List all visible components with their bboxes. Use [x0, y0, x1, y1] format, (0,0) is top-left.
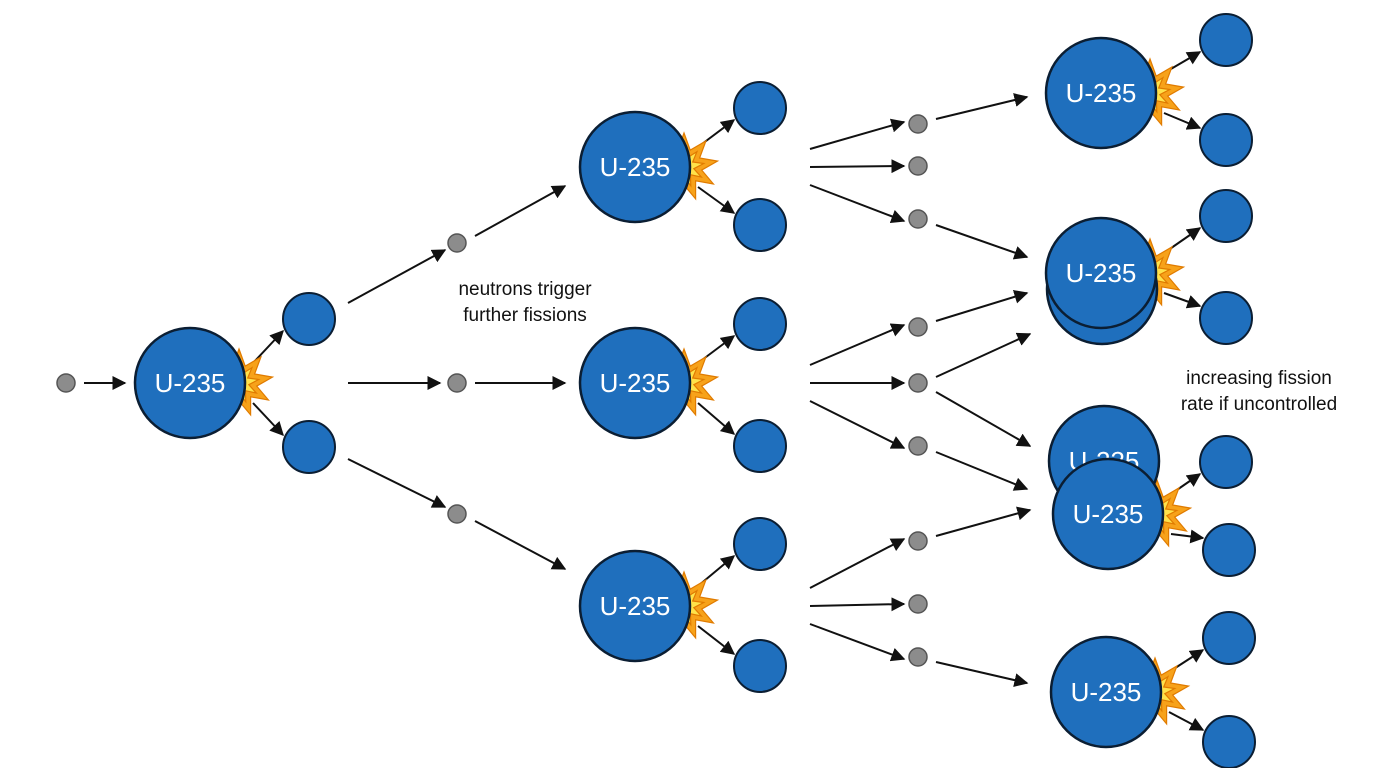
product-arrow-down-2	[697, 402, 736, 435]
fission-product-6-a	[1199, 435, 1253, 489]
fission-product-3-a	[733, 517, 787, 571]
fission-product-7-b	[1202, 715, 1256, 768]
nucleus-label: U-235	[1066, 78, 1137, 108]
fission-product-1-b	[733, 198, 787, 252]
arrow-s4-in-3	[935, 332, 1032, 378]
annotation-rate-line2: rate if uncontrolled	[1181, 394, 1337, 415]
nucleus-stage2-0: U-235	[578, 110, 692, 224]
arrow-s4-in-1	[935, 224, 1029, 260]
nucleus-stage4-1: U-235	[1044, 216, 1158, 330]
product-arrow-up-0	[252, 329, 284, 364]
fission-product-7-a	[1202, 611, 1256, 665]
fission-product-0-a	[282, 292, 336, 346]
nucleus-stage2-1: U-235	[578, 326, 692, 440]
neutron-stage3-0-0	[908, 114, 928, 134]
arrow-s1-top-out	[474, 185, 567, 237]
arrow-s3-in-0-2	[809, 184, 906, 224]
nucleus-label: U-235	[1066, 258, 1137, 288]
neutron-stage3-1-0	[908, 317, 928, 337]
arrow-s3-in-0-0	[809, 118, 906, 150]
neutron-stage3-2-0	[908, 531, 928, 551]
arrow-s4-in-5	[935, 451, 1029, 491]
arrow-s4-in-2	[935, 290, 1029, 322]
arrow-s4-in-4	[935, 391, 1032, 447]
neutron-stage3-2-2	[908, 647, 928, 667]
arrow-s4-in-6	[935, 506, 1032, 537]
fission-product-3-b	[733, 639, 787, 693]
nucleus-label: U-235	[155, 368, 226, 398]
annotation-rate-line1: increasing fission	[1186, 368, 1332, 389]
neutron-stage3-1-1	[908, 373, 928, 393]
fission-product-0-b	[282, 420, 336, 474]
fission-products-layer	[282, 13, 1256, 768]
nucleus-label: U-235	[600, 152, 671, 182]
nuclei-layer: U-235U-235U-235U-235U-235U-235U-235U-235…	[133, 36, 1165, 749]
fission-product-5-a	[1199, 189, 1253, 243]
neutrons-layer	[56, 114, 928, 667]
neutron-stage3-2-1	[908, 594, 928, 614]
fission-product-5-b	[1199, 291, 1253, 345]
arrow-s3-in-2-2	[809, 623, 906, 662]
neutron-stage1-0	[447, 233, 467, 253]
nucleus-stage4-2: U-235	[1051, 457, 1165, 571]
product-arrow-down-7	[1168, 711, 1205, 731]
neutron-stage3-1-2	[908, 436, 928, 456]
nucleus-label: U-235	[600, 368, 671, 398]
incoming-neutron	[56, 373, 76, 393]
arrow-s1-top-in	[347, 249, 447, 304]
nucleus-stage4-0: U-235	[1044, 36, 1158, 150]
fission-product-4-a	[1199, 13, 1253, 67]
neutron-stage1-1	[447, 373, 467, 393]
fission-product-4-b	[1199, 113, 1253, 167]
arrow-s3-in-2-1	[809, 597, 906, 612]
arrow-s3-in-2-0	[809, 538, 906, 589]
product-arrow-down-0	[252, 402, 284, 437]
neutron-stage3-0-2	[908, 209, 928, 229]
nucleus-stage0: U-235	[133, 326, 247, 440]
nucleus-stage4-4: U-235	[1049, 635, 1163, 749]
arrow-s1-bot-in	[347, 458, 447, 508]
nucleus-label: U-235	[1073, 499, 1144, 529]
annotation-trigger-line2: further fissions	[463, 305, 587, 326]
arrow-s3-in-1-0	[809, 323, 906, 366]
product-arrow-down-1	[697, 186, 736, 214]
neutron-stage3-0-1	[908, 156, 928, 176]
product-arrow-down-3	[697, 625, 736, 655]
nucleus-label: U-235	[600, 591, 671, 621]
neutron-stage1-2	[447, 504, 467, 524]
fission-product-2-a	[733, 297, 787, 351]
arrow-s4-in-0	[935, 93, 1029, 120]
product-arrow-down-4	[1163, 112, 1202, 130]
arrow-s1-bot-out	[474, 520, 567, 570]
annotation-trigger-line1: neutrons trigger	[458, 279, 592, 300]
nucleus-stage2-2: U-235	[578, 549, 692, 663]
arrow-s3-in-0-1	[809, 159, 906, 174]
fission-product-2-b	[733, 419, 787, 473]
nucleus-label: U-235	[1071, 677, 1142, 707]
product-arrow-down-5	[1163, 292, 1202, 309]
bursts-layer	[203, 57, 1193, 726]
arrow-s3-in-1-2	[809, 400, 906, 449]
product-arrow-down-6	[1170, 529, 1205, 544]
fission-product-6-b	[1202, 523, 1256, 577]
arrow-s4-in-7	[935, 661, 1029, 687]
fission-product-1-a	[733, 81, 787, 135]
